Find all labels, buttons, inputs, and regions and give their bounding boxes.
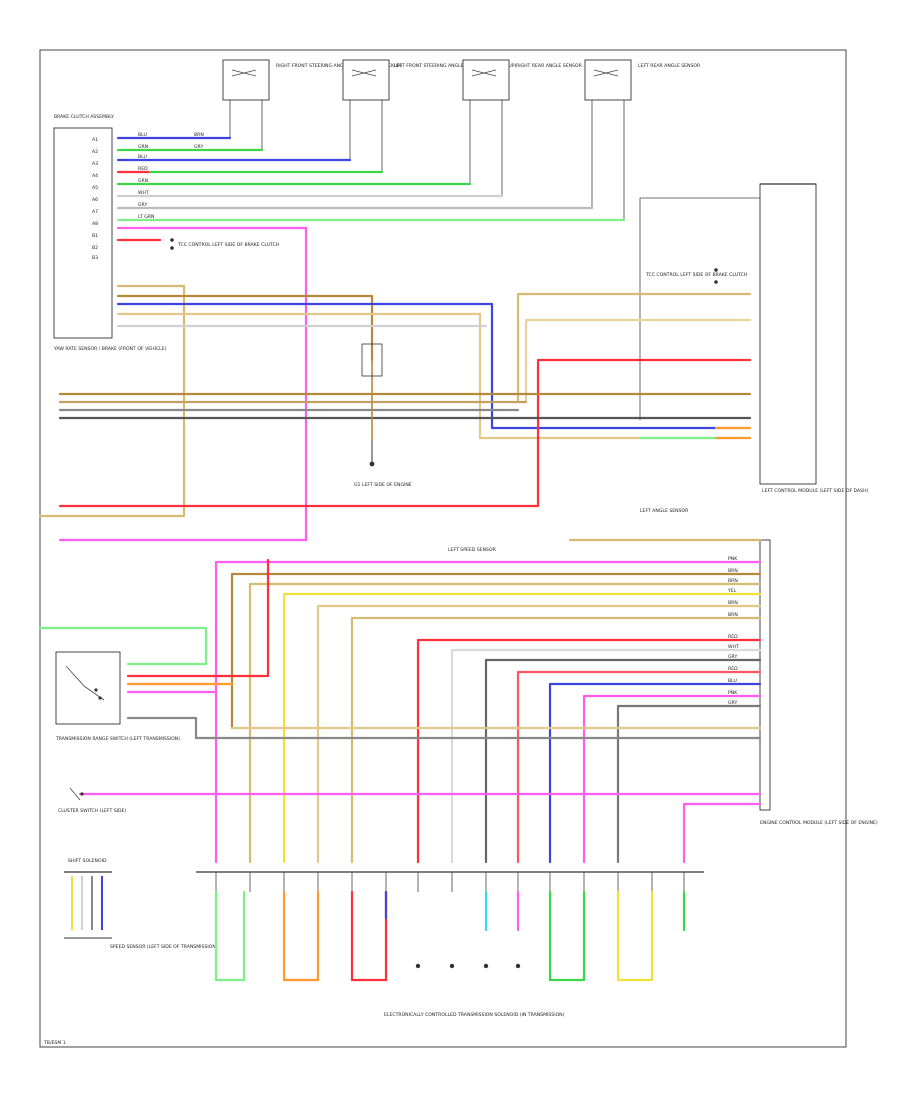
svg-text:RED: RED	[138, 166, 148, 172]
wire-red-2	[58, 358, 752, 508]
svg-text:BLU: BLU	[138, 132, 147, 138]
sensor-rf: RIGHT FRONT STEERING ANGLE SENSOR (FOR P…	[222, 59, 402, 101]
svg-text:RED: RED	[728, 666, 738, 672]
svg-text:A4: A4	[92, 173, 98, 179]
range-switch-label: TRANSMISSION RANGE SWITCH (LEFT TRANSMIS…	[55, 736, 180, 742]
svg-text:A7: A7	[92, 209, 98, 215]
top-harness: TCC CONTROL LEFT SIDE OF BRAKE CLUTCH BL…	[116, 132, 626, 542]
valve-body-label: ELECTRONICALLY CONTROLLED TRANSMISSION S…	[384, 1012, 565, 1018]
svg-text:WHT: WHT	[138, 190, 149, 196]
svg-text:LT GRN: LT GRN	[138, 214, 154, 220]
svg-text:BRN: BRN	[728, 600, 738, 606]
range-switch: TRANSMISSION RANGE SWITCH (LEFT TRANSMIS…	[55, 651, 180, 742]
wire-wht-l8	[450, 648, 762, 864]
svg-text:RED: RED	[728, 634, 738, 640]
wire-tan-l5	[316, 604, 762, 864]
wire-tan-3	[516, 292, 752, 404]
sensor-lf: LEFT FRONT STEERING ANGLE SENSOR (FOR PI…	[342, 59, 517, 101]
left-speed-sensor-label: LEFT SPEED SENSOR	[448, 547, 497, 553]
svg-text:WHT: WHT	[728, 644, 739, 650]
cluster-switch-label: CLUSTER SWITCH (LEFT SIDE)	[58, 808, 126, 814]
solenoid-bus: ELECTRONICALLY CONTROLLED TRANSMISSION S…	[196, 871, 704, 1018]
wire-tan-4	[524, 318, 752, 404]
wire-tan-l6	[350, 616, 762, 864]
wire-pnk-l12	[582, 694, 762, 864]
sensor-rr: RIGHT REAR ANGLE SENSOR	[462, 59, 583, 101]
sensor-rf-label: RIGHT FRONT STEERING ANGLE SENSOR (FOR P…	[276, 63, 402, 69]
wire-red-l7	[416, 638, 762, 864]
mid-harness: G1 LEFT SIDE OF ENGINE TCC CONTROL LEFT …	[38, 268, 752, 542]
svg-text:YEL: YEL	[727, 588, 737, 594]
wire-pnk-l17	[682, 802, 762, 864]
mid-fuse-label: TCC CONTROL LEFT SIDE OF BRAKE CLUTCH	[645, 272, 747, 278]
svg-text:GRY: GRY	[728, 654, 737, 660]
speed-sensor-block-label: SPEED SENSOR (LEFT SIDE OF TRANSMISSION)	[110, 944, 218, 950]
svg-text:GRN: GRN	[138, 178, 148, 184]
svg-text:GRY: GRY	[194, 144, 203, 150]
svg-text:A1: A1	[92, 137, 98, 143]
svg-text:BRN: BRN	[728, 578, 738, 584]
svg-text:A3: A3	[92, 161, 98, 167]
brake-module-label: BRAKE CLUTCH ASSEMBLY	[54, 114, 114, 120]
footer-code: TB/ESM 1	[43, 1040, 66, 1046]
brake-clutch-module: BRAKE CLUTCH ASSEMBLY A1 A2 A3 A4 A5 A6 …	[53, 114, 167, 352]
svg-text:BLU: BLU	[728, 678, 737, 684]
yaw-sensor-label: YAW RATE SENSOR / BRAKE (FRONT OF VEHICL…	[53, 346, 167, 352]
wire-brn-1	[116, 294, 374, 362]
svg-text:BRN: BRN	[194, 132, 204, 138]
shift-solenoid-label: SHIFT SOLENOID	[68, 858, 107, 864]
engine-module-label: ENGINE CONTROL MODULE (LEFT SIDE OF ENGI…	[760, 820, 878, 826]
wire-tan-l3	[248, 582, 762, 864]
wire-red-l10	[516, 670, 762, 864]
svg-text:B3: B3	[92, 255, 98, 261]
wire-pnk-l1	[214, 560, 762, 864]
svg-text:A6: A6	[92, 197, 98, 203]
fuse-label: TCC CONTROL LEFT SIDE OF BRAKE CLUTCH	[177, 242, 279, 248]
diagram-frame	[39, 49, 847, 1048]
sensor-lr-label: LEFT REAR ANGLE SENSOR	[638, 63, 701, 69]
svg-text:B2: B2	[92, 245, 98, 251]
wire-red-rs	[126, 558, 270, 678]
wire-gry-rs	[126, 716, 198, 740]
wire-gry-l9	[484, 658, 762, 864]
svg-text:PNK: PNK	[728, 556, 738, 562]
svg-text:B1: B1	[92, 233, 98, 239]
wire-yel-l4	[282, 592, 762, 864]
wire-tan-2	[116, 312, 718, 440]
svg-text:BRN: BRN	[728, 568, 738, 574]
svg-text:BRN: BRN	[728, 612, 738, 618]
wire-blu-3	[116, 302, 718, 430]
svg-text:BLU: BLU	[138, 154, 147, 160]
svg-text:A2: A2	[92, 149, 98, 155]
wire-pnk-top	[116, 226, 308, 542]
svg-text:A5: A5	[92, 185, 98, 191]
svg-text:GRY: GRY	[138, 202, 147, 208]
sensor-lf-label: LEFT FRONT STEERING ANGLE SENSOR (FOR PI…	[394, 63, 517, 69]
wire-blu-l11	[548, 682, 762, 864]
engine-control-module: ENGINE CONTROL MODULE (LEFT SIDE OF ENGI…	[448, 508, 878, 826]
ground-label: G1 LEFT SIDE OF ENGINE	[354, 482, 412, 488]
wire-gry-l13	[616, 704, 762, 864]
svg-text:A8: A8	[92, 221, 98, 227]
left-control-module: LEFT CONTROL MODULE (LEFT SIDE OF DASH)	[639, 183, 869, 494]
svg-text:PNK: PNK	[728, 690, 738, 696]
sensor-lr: LEFT REAR ANGLE SENSOR	[584, 59, 701, 101]
left-sensor-top-label: LEFT ANGLE SENSOR	[640, 508, 689, 514]
sensor-rr-label: RIGHT REAR ANGLE SENSOR	[516, 63, 583, 69]
tcm-label: LEFT CONTROL MODULE (LEFT SIDE OF DASH)	[762, 488, 869, 494]
wire-lgrn-l18	[38, 626, 208, 666]
svg-text:GRY: GRY	[728, 700, 737, 706]
cluster-switch: CLUSTER SWITCH (LEFT SIDE)	[58, 787, 126, 814]
shift-solenoid: SHIFT SOLENOID SPEED SENSOR (LEFT SIDE O…	[64, 858, 218, 950]
sensor-group: RIGHT FRONT STEERING ANGLE SENSOR (FOR P…	[222, 59, 701, 220]
svg-text:GRN: GRN	[138, 144, 148, 150]
lower-harness: PNK BRN BRN YEL BRN BRN RED WHT GRY RED …	[38, 538, 762, 864]
